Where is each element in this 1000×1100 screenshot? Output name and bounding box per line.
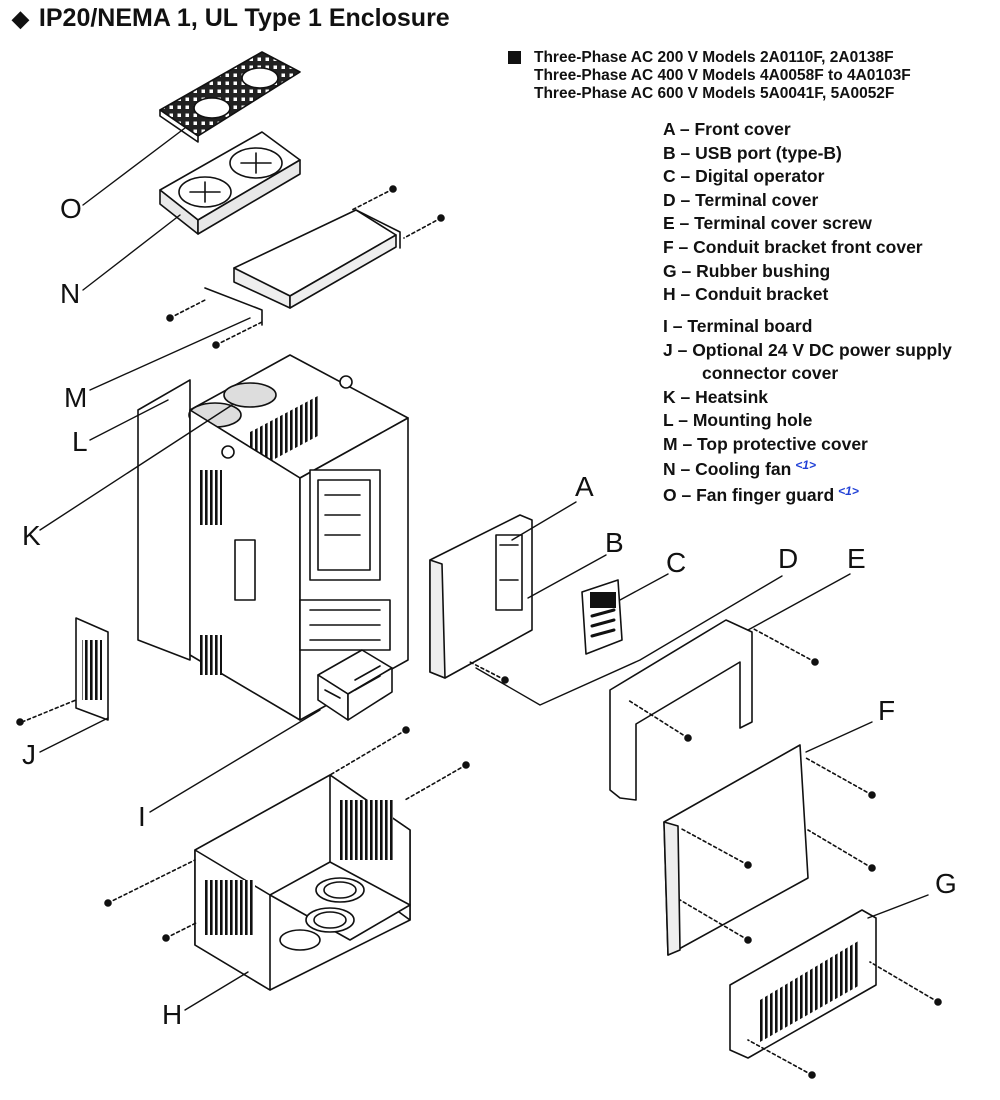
callout-label-e: E bbox=[847, 543, 866, 574]
legend-item-a: A – Front cover bbox=[663, 119, 791, 139]
fan-finger-guard-part bbox=[159, 51, 301, 143]
connector-cover-part bbox=[75, 617, 109, 721]
top-protective-cover-part bbox=[204, 209, 401, 326]
callout-label-l: L bbox=[72, 426, 88, 457]
legend-item-j: J – Optional 24 V DC power supply bbox=[663, 340, 952, 360]
legend-item-j-cont: connector cover bbox=[702, 363, 839, 383]
digital-operator-part bbox=[581, 579, 623, 655]
legend-item-e: E – Terminal cover screw bbox=[663, 213, 872, 233]
conduit-bracket-part bbox=[194, 774, 411, 991]
legend-item-k: K – Heatsink bbox=[663, 387, 769, 407]
legend-item-n: N – Cooling fan<1> bbox=[663, 458, 817, 479]
legend-item-c: C – Digital operator bbox=[663, 166, 825, 186]
callout-label-j: J bbox=[22, 739, 36, 770]
callout-label-i: I bbox=[138, 801, 146, 832]
footnote-marker: <1> bbox=[795, 458, 817, 472]
square-bullet-icon bbox=[508, 51, 521, 64]
callout-label-h: H bbox=[162, 999, 182, 1030]
cooling-fan-part bbox=[159, 131, 301, 235]
callout-label-k: K bbox=[22, 520, 41, 551]
model-line: Three-Phase AC 400 V Models 4A0058F to 4… bbox=[534, 67, 911, 84]
legend-item-m: M – Top protective cover bbox=[663, 434, 868, 454]
title-text: IP20/NEMA 1, UL Type 1 Enclosure bbox=[38, 4, 450, 32]
legend-item-d: D – Terminal cover bbox=[663, 190, 819, 210]
terminal-board-part bbox=[317, 649, 393, 721]
page-title: ◆ IP20/NEMA 1, UL Type 1 Enclosure bbox=[12, 4, 450, 33]
drive-body-part bbox=[137, 354, 409, 721]
legend-item-h: H – Conduit bracket bbox=[663, 284, 829, 304]
footnote-marker: <1> bbox=[838, 484, 859, 498]
legend-item-b: B – USB port (type-B) bbox=[663, 143, 842, 163]
diamond-bullet-icon: ◆ bbox=[12, 5, 29, 31]
callout-leader-lines bbox=[39, 127, 929, 1011]
front-cover-part bbox=[429, 514, 533, 679]
terminal-cover-part bbox=[609, 619, 753, 801]
callout-label-f: F bbox=[878, 695, 895, 726]
callout-label-m: M bbox=[64, 382, 87, 413]
legend-item-i: I – Terminal board bbox=[663, 316, 813, 336]
callout-label-c: C bbox=[666, 547, 686, 578]
callout-label-b: B bbox=[605, 527, 624, 558]
legend-item-o: O – Fan finger guard<1> bbox=[663, 484, 859, 505]
callout-label-o: O bbox=[60, 193, 82, 224]
legend-item-g: G – Rubber bushing bbox=[663, 261, 831, 281]
conduit-bracket-front-cover-part bbox=[663, 744, 809, 956]
model-line: Three-Phase AC 200 V Models 2A0110F, 2A0… bbox=[534, 49, 894, 66]
legend-item-l: L – Mounting hole bbox=[663, 410, 813, 430]
callout-label-g: G bbox=[935, 868, 957, 899]
rubber-bushing-plate-part bbox=[729, 909, 877, 1059]
legend-item-f: F – Conduit bracket front cover bbox=[663, 237, 923, 257]
callout-label-d: D bbox=[778, 543, 798, 574]
callout-label-n: N bbox=[60, 278, 80, 309]
model-line: Three-Phase AC 600 V Models 5A0041F, 5A0… bbox=[534, 85, 895, 102]
callout-label-a: A bbox=[575, 471, 594, 502]
